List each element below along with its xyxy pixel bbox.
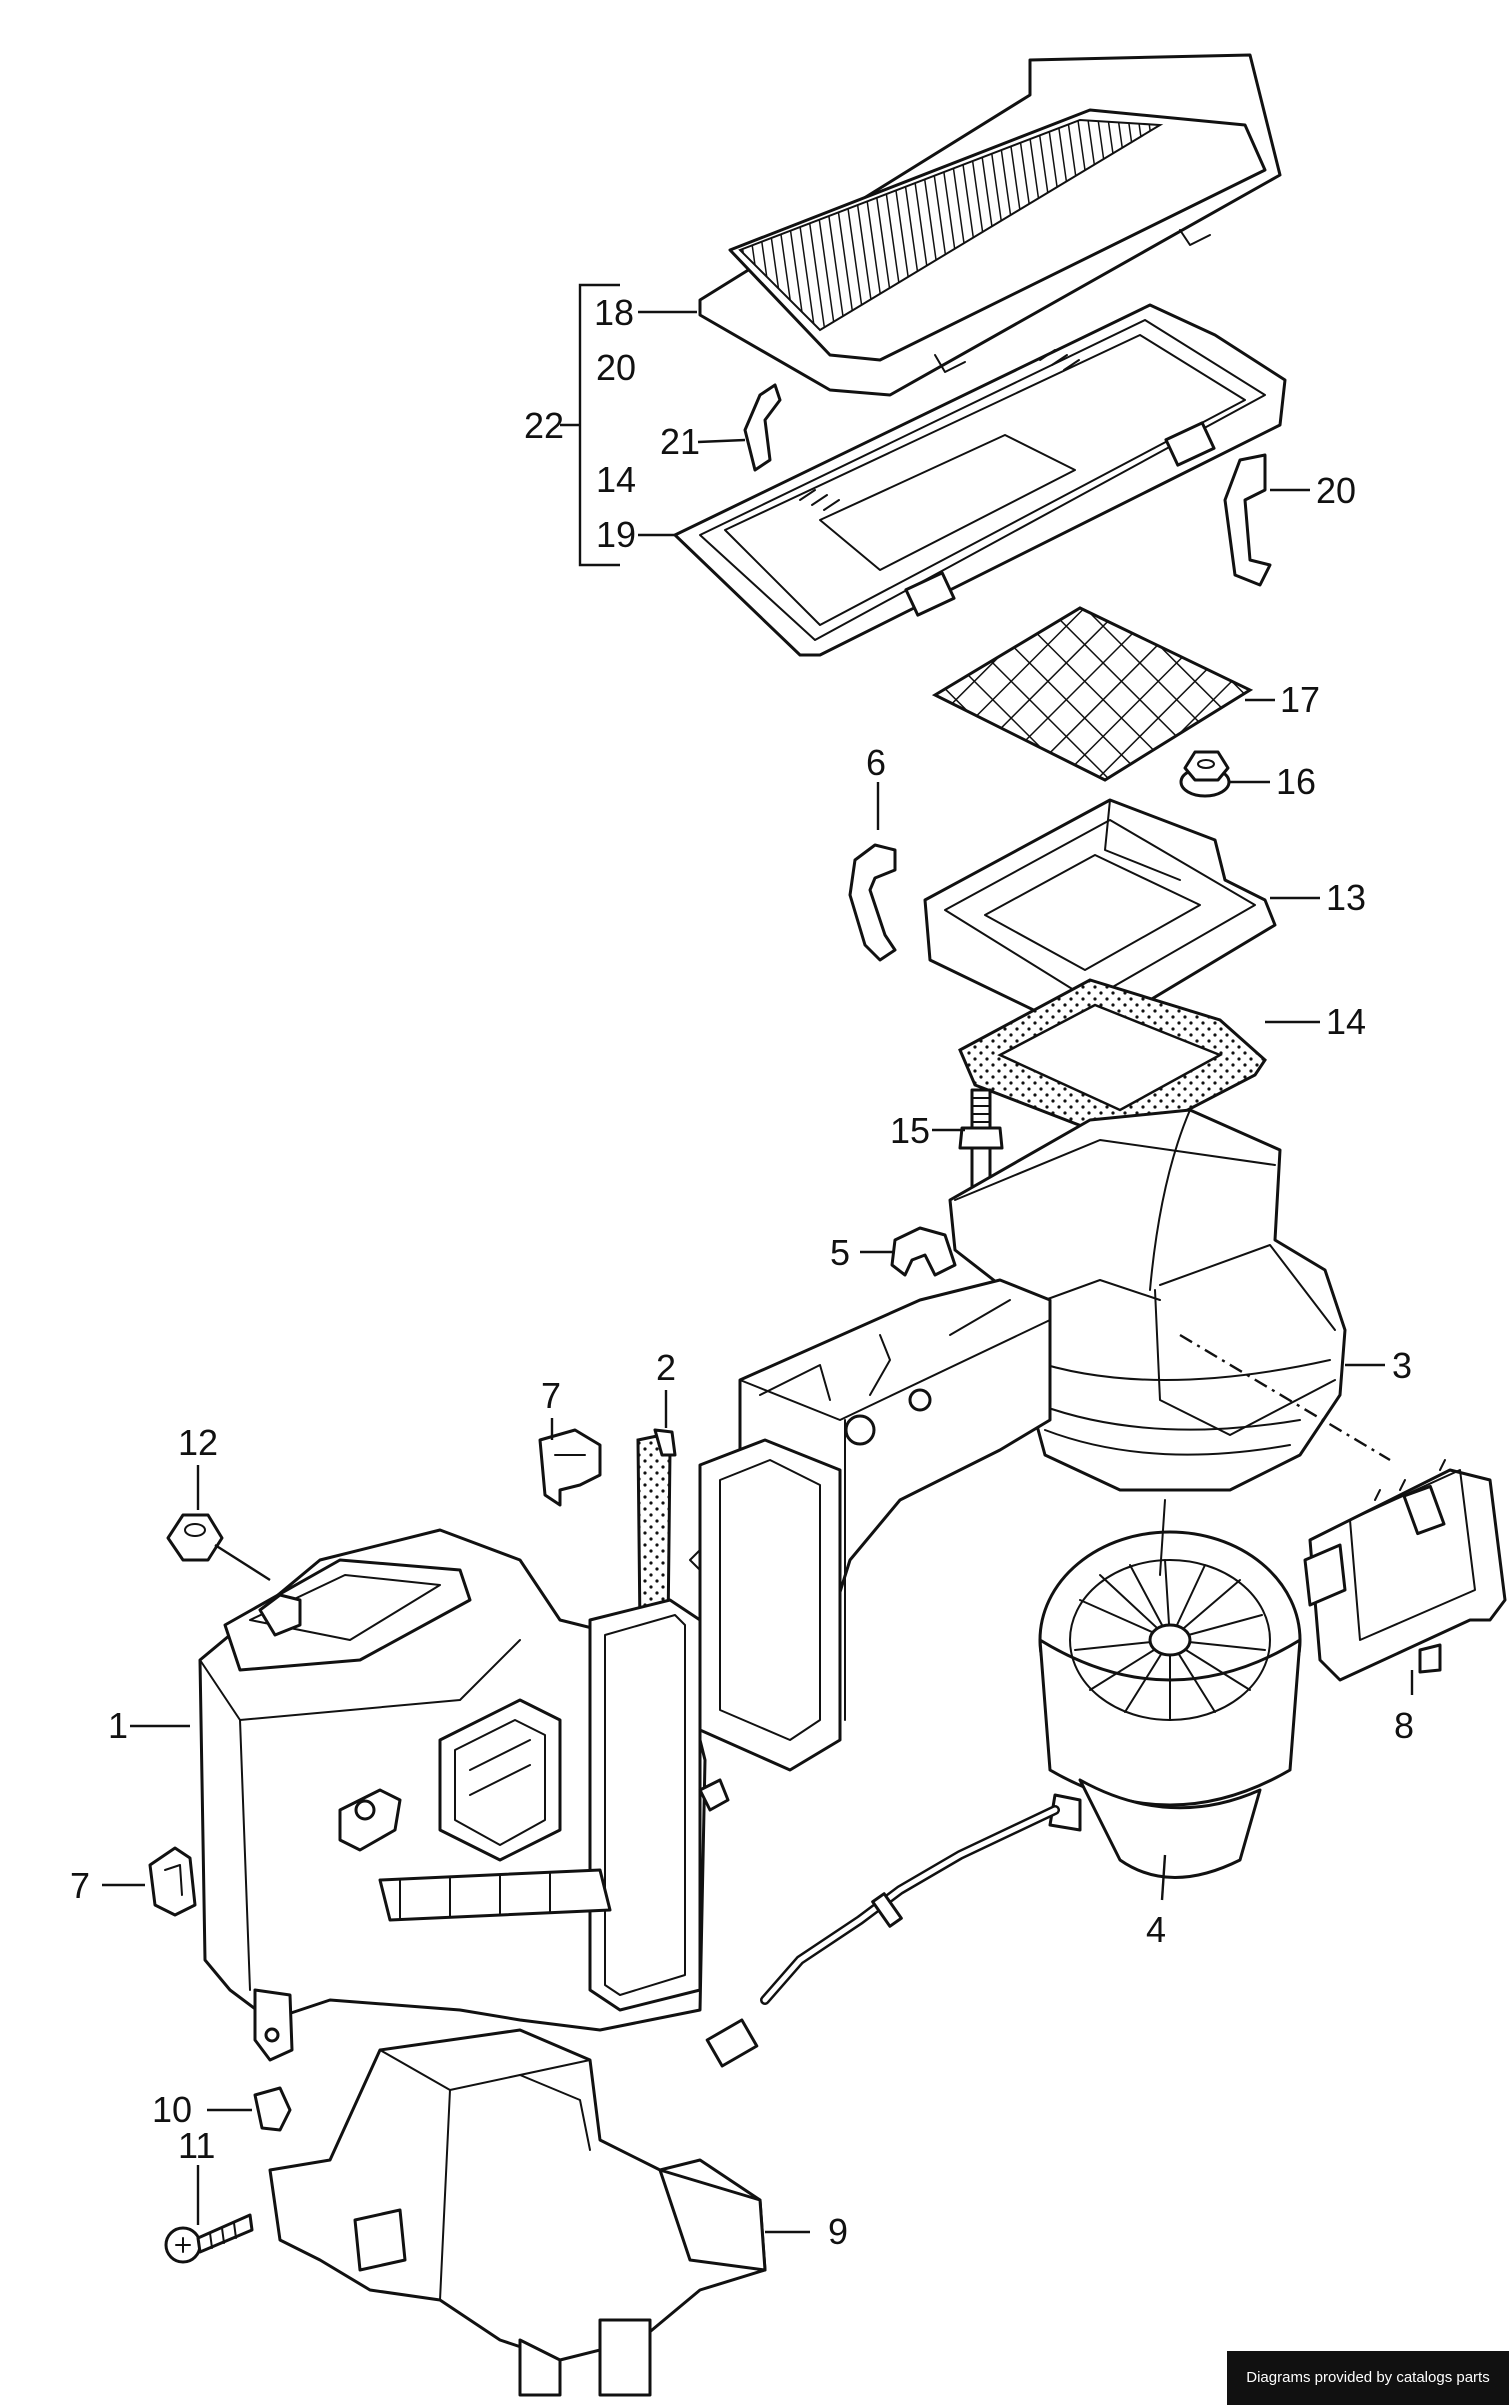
- callout-20-right: 20: [1316, 470, 1356, 511]
- part-8-control-unit: [1303, 1459, 1507, 1682]
- callout-6: 6: [866, 742, 886, 783]
- callout-7-upper: 7: [541, 1375, 561, 1416]
- callout-1: 1: [108, 1705, 128, 1746]
- part-12-nut: [166, 1513, 224, 1562]
- callout-14-top: 14: [596, 459, 636, 500]
- callout-22: 22: [524, 405, 564, 446]
- duct-connector: [689, 1278, 1052, 1772]
- callout-15: 15: [890, 1110, 930, 1151]
- callout-14-mid: 14: [1326, 1001, 1366, 1042]
- part-1-heater-housing: [198, 1528, 730, 2062]
- part-15-stud: [958, 1088, 1004, 1190]
- callout-4: 4: [1146, 1909, 1166, 1950]
- part-21-clip: [743, 383, 782, 472]
- part-17-mesh-filter: [931, 606, 1254, 782]
- part-7-clip-upper: [538, 1428, 602, 1507]
- callout-8: 8: [1394, 1705, 1414, 1746]
- part-13-upper-housing: [923, 798, 1277, 1032]
- callout-5: 5: [830, 1232, 850, 1273]
- callout-16: 16: [1276, 761, 1316, 802]
- leader-lines: [102, 283, 1414, 2234]
- callout-17: 17: [1280, 679, 1320, 720]
- callout-21: 21: [660, 421, 700, 462]
- part-9-footwell-duct: [268, 2028, 767, 2397]
- callout-12: 12: [178, 1422, 218, 1463]
- motor-cable: [705, 1805, 1060, 2068]
- callout-7-lower: 7: [70, 1865, 90, 1906]
- callout-3: 3: [1392, 1345, 1412, 1386]
- fan-blades: [1074, 1559, 1266, 1721]
- callout-19: 19: [596, 514, 636, 555]
- callout-2: 2: [656, 1347, 676, 1388]
- part-4-blower-motor: [1038, 1499, 1302, 1879]
- callout-9: 9: [828, 2211, 848, 2252]
- callout-18: 18: [594, 292, 634, 333]
- part-11-screw: [164, 2213, 254, 2264]
- part-16-nut: [1179, 750, 1231, 798]
- part-6-clip: [848, 843, 897, 962]
- part-19-filter-frame: [673, 303, 1287, 657]
- footer-credit: Diagrams provided by catalogs parts: [1227, 2351, 1509, 2405]
- part-7-clip-lower: [148, 1846, 197, 1917]
- callout-13: 13: [1326, 877, 1366, 918]
- part-10-clip: [253, 2086, 292, 2132]
- part-14-gasket: [958, 978, 1267, 1142]
- callout-11: 11: [178, 2125, 215, 2166]
- callout-20-top: 20: [596, 347, 636, 388]
- part-18-filter-cover: [698, 53, 1282, 397]
- callout-10: 10: [152, 2089, 192, 2130]
- callout-labels: 18 20 22 21 14 19 20 17 16 6 13 14 15 5 …: [70, 292, 1414, 2252]
- part-20-clip: [1223, 453, 1272, 587]
- part-5-clip: [890, 1226, 957, 1277]
